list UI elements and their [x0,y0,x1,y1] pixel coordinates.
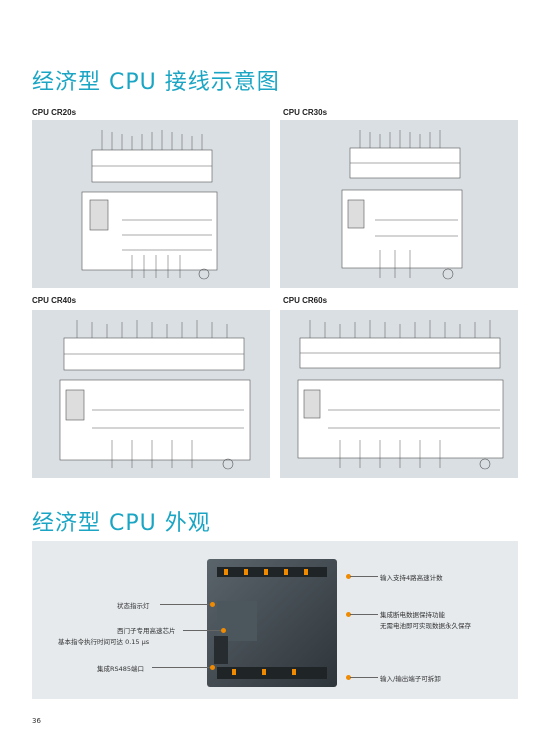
cpu-appearance-panel [32,541,518,699]
callout-dot-status [210,602,215,607]
wiring-schematic-cr40s [59,320,251,470]
callout-line-chip [183,630,223,631]
callout-removable-terminals: 输入/输出端子可拆卸 [380,675,441,683]
callout-chip-line2: 基本指令执行时间可达 0.15 μs [58,638,150,646]
callout-line-retain [350,614,378,615]
callout-dot-rs485 [210,665,215,670]
callout-dot-terminal [346,675,351,680]
callout-retain-line1: 集成断电数据保持功能 [380,611,445,619]
wiring-section-title: 经济型 CPU 接线示意图 [32,70,280,95]
diagram-caption-cr40s: CPU CR40s [32,296,77,305]
callout-chip-line1: 西门子专用高速芯片 [117,627,176,635]
callout-status-leds: 状态指示灯 [117,602,150,610]
wiring-diagram-cr20s [32,120,270,288]
callout-dot-chip [221,628,226,633]
cpu-device-illustration [207,559,337,687]
wiring-schematic-cr60s [297,320,504,470]
wiring-diagram-cr40s [32,310,270,478]
diagram-caption-cr20s: CPU CR20s [32,108,77,117]
wiring-diagram-cr30s [280,120,518,288]
callout-retain-line2: 无需电池即可实现数据永久保存 [380,622,471,630]
wiring-schematic-cr20s [81,130,218,280]
page-number: 36 [32,717,41,725]
callout-line-status [160,604,212,605]
callout-line-terminal [350,677,378,678]
callout-dot-hsc [346,574,351,579]
wiring-diagram-cr60s [280,310,518,478]
diagram-caption-cr30s: CPU CR30s [283,108,328,117]
appearance-section-title: 经济型 CPU 外观 [32,511,211,536]
callout-line-hsc [350,576,378,577]
callout-dot-retain [346,612,351,617]
wiring-schematic-cr30s [341,130,463,280]
diagram-caption-cr60s: CPU CR60s [283,296,328,305]
callout-line-rs485 [152,667,212,668]
callout-high-speed-counter: 输入支持4路高速计数 [380,574,443,582]
callout-rs485-port: 集成RS485端口 [97,665,145,673]
